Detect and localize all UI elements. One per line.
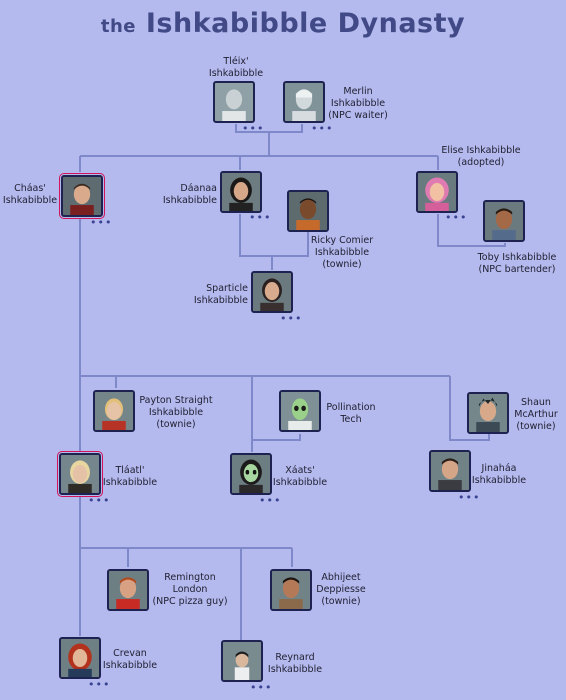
- portrait-payton[interactable]: [93, 390, 135, 432]
- portrait-xaats[interactable]: [230, 453, 272, 495]
- more-indicator: •••: [249, 211, 272, 224]
- portrait-abhijeet[interactable]: [270, 569, 312, 611]
- portrait-ricky[interactable]: [287, 190, 329, 232]
- portrait-tleix[interactable]: [213, 81, 255, 123]
- label-toby: Toby Ishkabibble(NPC bartender): [477, 252, 557, 275]
- label-tleix: Tléix'Ishkabibble: [208, 56, 264, 79]
- label-chaas: Cháas'Ishkabibble: [2, 183, 58, 206]
- portrait-merlin[interactable]: [283, 81, 325, 123]
- more-indicator: •••: [445, 211, 468, 224]
- label-elise: Elise Ishkabibble(adopted): [441, 145, 521, 168]
- portrait-pollination[interactable]: [279, 390, 321, 432]
- more-indicator: •••: [311, 122, 334, 135]
- more-indicator: •••: [280, 312, 303, 325]
- portrait-chaas[interactable]: [59, 173, 105, 219]
- portrait-jinahaa[interactable]: [429, 450, 471, 492]
- page-title: the Ishkabibble Dynasty: [100, 8, 466, 39]
- more-indicator: •••: [250, 681, 273, 694]
- label-xaats: Xáats'Ishkabibble: [272, 465, 328, 488]
- portrait-sparticle[interactable]: [251, 271, 293, 313]
- portrait-toby[interactable]: [483, 200, 525, 242]
- portrait-shaun[interactable]: [467, 392, 509, 434]
- portrait-elise[interactable]: [416, 171, 458, 213]
- label-tlaatl: Tláatl'Ishkabibble: [102, 465, 158, 488]
- more-indicator: •••: [88, 678, 111, 691]
- more-indicator: •••: [242, 122, 265, 135]
- portrait-remington[interactable]: [107, 569, 149, 611]
- portrait-crevan[interactable]: [59, 637, 101, 679]
- more-indicator: •••: [458, 491, 481, 504]
- portrait-tlaatl[interactable]: [57, 451, 103, 497]
- more-indicator: •••: [259, 494, 282, 507]
- portrait-reynard[interactable]: [221, 640, 263, 682]
- more-indicator: •••: [90, 216, 113, 229]
- more-indicator: •••: [88, 494, 111, 507]
- portrait-daanaa[interactable]: [220, 171, 262, 213]
